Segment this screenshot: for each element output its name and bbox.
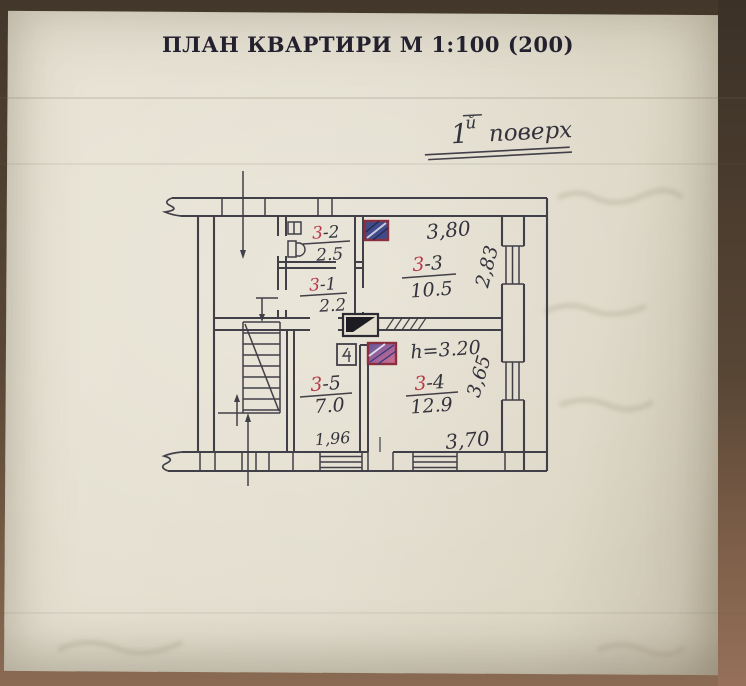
room-number-suffix: -2	[322, 222, 340, 243]
svg-text:3-4: 3-4	[414, 371, 446, 395]
room-area: 12.9	[410, 394, 454, 419]
photo-edge-shadow	[718, 0, 746, 686]
room-number-prefix: 3	[312, 223, 324, 244]
vent-duct-icon	[346, 317, 375, 332]
room-number-prefix: 3	[310, 373, 324, 396]
room-area: 2.5	[315, 244, 344, 265]
paper-crease	[0, 97, 746, 99]
dimension-right-lower: 3,65	[463, 353, 496, 400]
flue-box-icon	[341, 347, 351, 362]
flue-box	[336, 343, 357, 366]
room-number-prefix: 3	[309, 275, 321, 296]
room-number-suffix: -1	[319, 274, 337, 295]
room-area: 10.5	[410, 278, 454, 303]
bleed-through-marks	[56, 188, 686, 657]
dimension-bottom-left: 1,96	[314, 428, 351, 449]
room-label-3-1: 3-1 2.2	[299, 274, 348, 317]
dimension-right-upper: 2,83	[471, 243, 503, 290]
window-symbols	[319, 245, 524, 471]
ceiling-height-note: h=3.20	[410, 337, 482, 364]
svg-text:3-1: 3-1	[309, 274, 337, 295]
floor-note: 1 й поверх	[424, 113, 573, 161]
section-lines	[240, 171, 251, 486]
svg-text:3-3: 3-3	[412, 252, 444, 276]
stair-arrow-icon	[234, 394, 240, 402]
room-number-suffix: -3	[424, 252, 444, 275]
floor-word: поверх	[488, 117, 573, 147]
room-label-3-3: 3-3 10.5	[401, 252, 457, 303]
floor-note-underline	[424, 146, 572, 161]
room-number-prefix: 3	[412, 253, 426, 276]
room-label-3-2: 3-2 2.5	[302, 222, 351, 266]
toilet-tank-icon	[287, 240, 297, 258]
room-number-suffix: -4	[426, 371, 446, 394]
stair-arrow-icon	[259, 314, 265, 322]
exterior-walls	[161, 196, 549, 473]
toilet-bowl-icon	[296, 242, 306, 257]
stove-symbol-room-3-4	[366, 341, 398, 366]
room-label-3-4: 3-4 12.9	[405, 371, 459, 419]
paper-crease	[0, 163, 746, 165]
room-area: 2.2	[318, 295, 347, 316]
wall-ticks	[199, 198, 506, 471]
room-area: 7.0	[314, 394, 346, 418]
vent-duct	[341, 312, 380, 338]
floor-number-superscript: й	[465, 113, 477, 134]
paper-crease	[0, 612, 746, 614]
svg-text:3-5: 3-5	[310, 372, 342, 396]
floor-number: 1	[450, 119, 469, 151]
bathroom-fixtures	[287, 221, 306, 258]
dimension-top: 3,80	[425, 216, 472, 244]
stove-symbol-room-3-3	[363, 219, 390, 242]
room-number-prefix: 3	[414, 372, 428, 395]
room-label-3-5: 3-5 7.0	[299, 372, 353, 418]
room-number-suffix: -5	[322, 372, 342, 395]
svg-text:3-2: 3-2	[312, 222, 340, 243]
wall-hatching	[385, 317, 427, 331]
document-title: ПЛАН КВАРТИРИ М 1:100 (200)	[162, 32, 574, 57]
dimension-bottom-right: 3,70	[444, 426, 491, 454]
superscript-overline	[462, 113, 482, 117]
staircase	[218, 298, 281, 426]
